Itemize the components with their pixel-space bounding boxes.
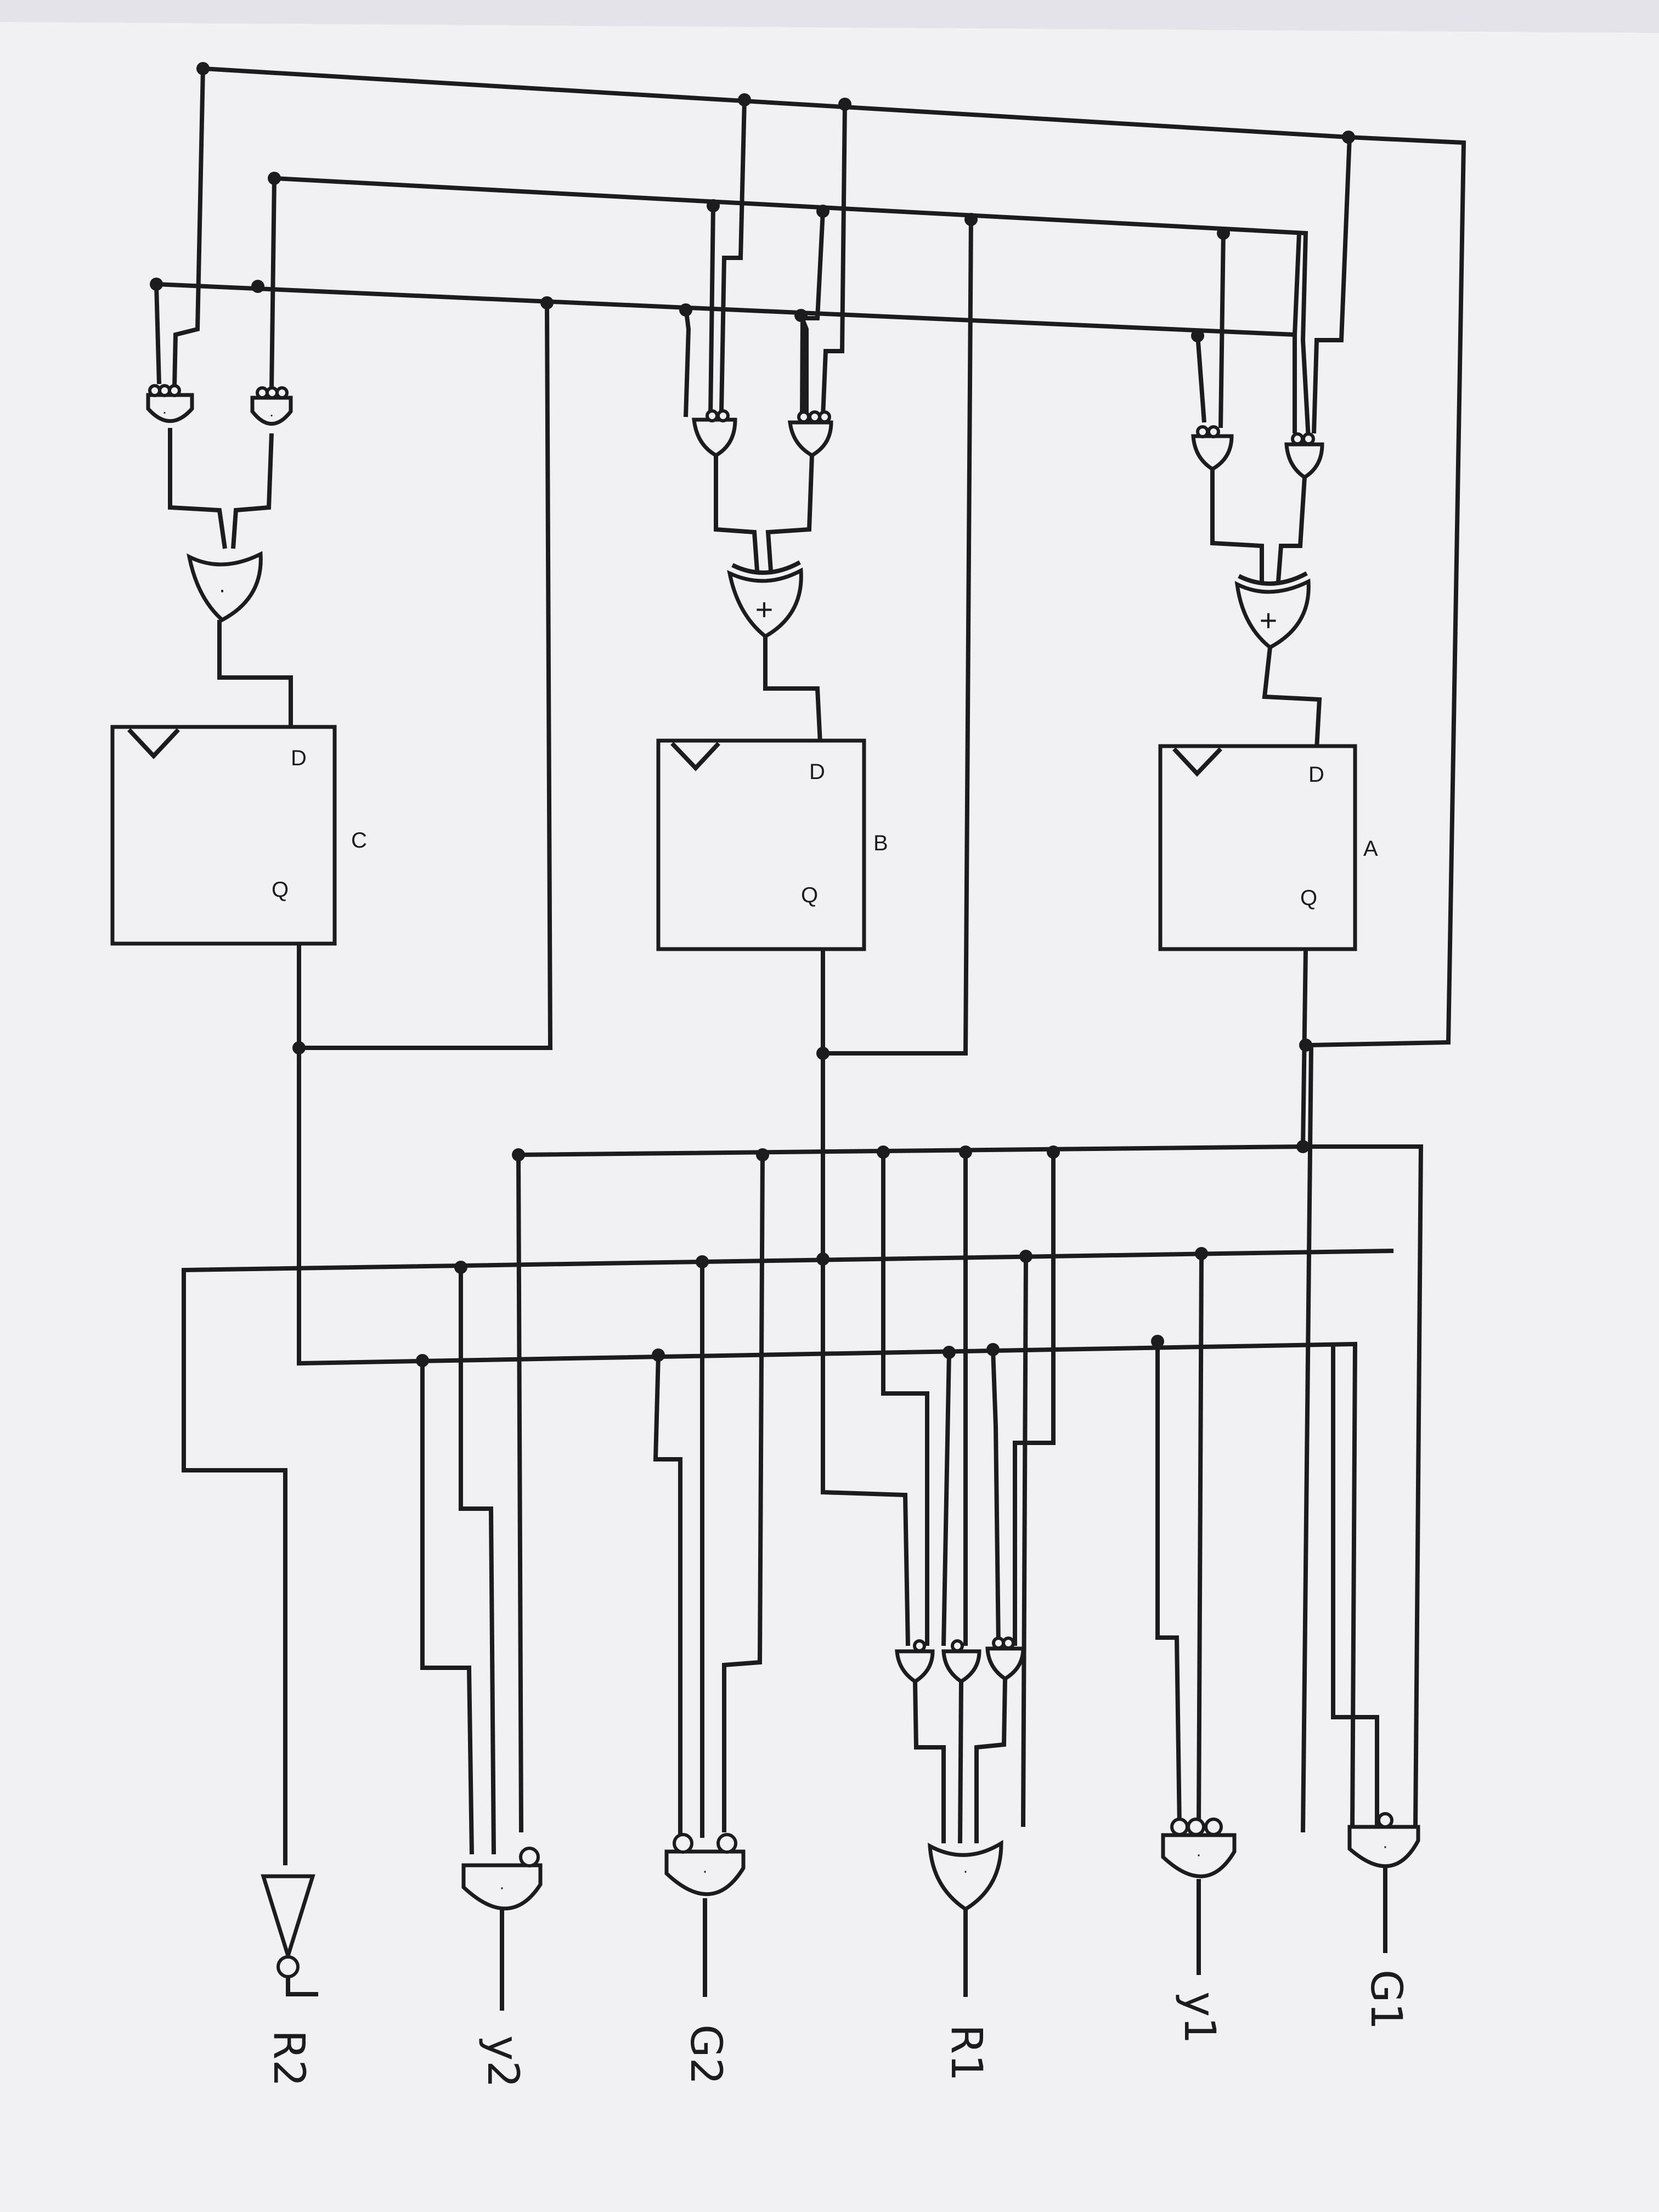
xor-gate-b [727,567,803,639]
xor-gate-a-symbol: + [1260,603,1278,637]
and-symbol: · [1383,1837,1388,1855]
flip-flop-b: D Q B [656,738,888,951]
r1-input-gates [895,1637,1025,1844]
gate-combine-wires [168,428,1322,749]
output-label-y1: y1 [1175,1991,1224,2044]
output-label-g2: G2 [681,2024,730,2085]
and-gate-b2 [788,420,833,458]
feedback-wires [154,66,1466,1833]
and-gate-y2 [461,1863,543,1911]
paper-shadow [0,0,1659,33]
or-gate-c-symbol: · [218,578,225,602]
xor-gate-b-symbol: + [755,592,774,627]
junction-dots [150,62,1355,1367]
next-state-gates: · + + [187,551,1311,650]
inversion-bubbles-top [148,384,1315,445]
output-label-g1: G1 [1361,1970,1410,2030]
ff-b-name: B [873,831,888,855]
output-label-r2: R2 [264,2030,313,2087]
ff-a-d-label: D [1308,763,1324,787]
or-gate-r1 [928,1839,1003,1912]
output-labels: R2 y2 G2 R1 y1 G1 [264,1970,1410,2088]
and-symbol: · [702,1862,708,1880]
and-gate-a1 [1191,434,1234,472]
and-gate-y1 [1161,1833,1237,1878]
and-gate-c1 [146,393,194,423]
or-gate-c [187,551,263,623]
and-symbol: · [963,1862,968,1880]
ff-a-q-label: Q [1300,886,1317,910]
and-symbol: · [269,406,274,423]
output-label-y2: y2 [478,2035,527,2088]
and-gate-g2 [664,1849,746,1896]
xor-gate-a [1234,578,1311,650]
ff-b-q-label: Q [801,883,818,907]
ff-a-name: A [1363,837,1378,861]
output-label-r1: R1 [941,2024,991,2081]
ff-c-d-label: D [291,746,307,770]
state-bus-wires [182,944,1424,1865]
ff-c-name: C [351,828,367,853]
and-gate-a2 [1284,442,1324,480]
and-symbol: · [1196,1846,1201,1864]
not-gate-r2 [261,1874,315,1962]
and-gate-g1 [1347,1825,1420,1869]
and-gate-b1 [692,417,737,458]
input-gates-top: · · [146,384,1324,480]
ff-b-d-label: D [809,760,825,784]
flip-flop-c: D Q C [110,725,367,946]
and-symbol: · [499,1878,505,1897]
flip-flop-a: D Q A [1158,744,1378,951]
ff-c-q-label: Q [272,878,289,902]
and-symbol: · [162,403,167,420]
and-gate-c2 [250,396,293,426]
output-gates: · · · · · [261,1812,1420,2011]
